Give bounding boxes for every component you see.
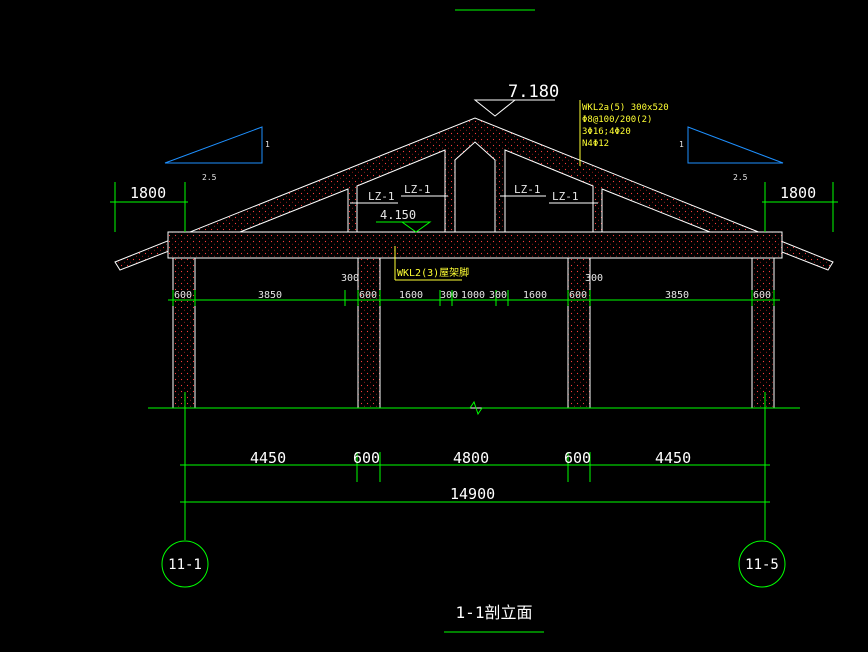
- inner-dim-3: 600: [359, 290, 377, 301]
- column-300-left: 300: [341, 273, 359, 284]
- ridge-elevation-mark: 7.180: [473, 82, 559, 117]
- axis-label-right: 11-5: [745, 557, 779, 573]
- beam-elevation: 4.150: [380, 208, 416, 222]
- axis-bubble-right: 11-5: [738, 540, 786, 588]
- axis-label-left: 11-1: [168, 557, 202, 573]
- overhang-left: 1800: [130, 184, 166, 202]
- inner-dimension-row: [168, 290, 780, 306]
- wkl2a-line-3: 3Φ16;4Φ20: [582, 127, 631, 137]
- inner-dim-2: 3850: [258, 290, 282, 301]
- bottom-dimension-row: [180, 452, 770, 482]
- bottom-dimension-labels: 4450 600 4800 600 4450: [250, 449, 691, 467]
- inner-dimension-labels: 600 3850 600 1600 300 1000 300 1600 600 …: [174, 273, 771, 301]
- ground-line: [148, 400, 800, 416]
- inner-dim-10: 3850: [665, 290, 689, 301]
- drawing-title: 1-1剖立面: [456, 603, 533, 622]
- truss-opening-center: [454, 141, 496, 233]
- column-300-right: 300: [585, 273, 603, 284]
- truss-bottom-chord: [167, 231, 783, 259]
- bottom-dim-2: 600: [353, 449, 380, 467]
- lz-labels: LZ-1 LZ-1 LZ-1 LZ-1: [350, 183, 598, 204]
- slope-indicator-left: 1 2.5: [164, 126, 270, 182]
- lz-label-4: LZ-1: [552, 190, 579, 203]
- beam-elevation-mark: 4.150: [376, 208, 432, 233]
- inner-dim-8: 1600: [523, 290, 547, 301]
- total-dimension: 14900: [450, 485, 495, 503]
- roof-slab: [114, 117, 834, 271]
- bottom-dim-3: 4800: [453, 449, 489, 467]
- lz-label-1: LZ-1: [368, 190, 395, 203]
- bottom-dim-5: 4450: [655, 449, 691, 467]
- drawing-title-block: 1-1剖立面: [444, 603, 544, 633]
- column-1: [172, 257, 196, 409]
- roof-structure: [114, 117, 834, 271]
- inner-dim-4: 1600: [399, 290, 423, 301]
- inner-dim-6: 1000: [461, 290, 485, 301]
- total-dimension-row: 14900: [180, 485, 770, 503]
- axis-lines: [184, 392, 766, 540]
- overhang-dimension-right: 1800: [762, 182, 838, 232]
- slope-right-rise: 1: [679, 140, 684, 149]
- columns: [172, 257, 775, 409]
- inner-dim-1: 600: [174, 290, 192, 301]
- inner-dim-11: 600: [753, 290, 771, 301]
- slope-indicator-right: 1 2.5: [679, 126, 784, 182]
- lz-label-2: LZ-1: [404, 183, 431, 196]
- wkl2a-line-1: WKL2a(5) 300x520: [582, 103, 669, 113]
- beam-annotation-wkl2: WKL2(3)屋架脚: [394, 246, 469, 281]
- column-2: [357, 257, 381, 409]
- inner-dim-5: 300: [440, 290, 458, 301]
- beam-annotation-wkl2a: WKL2a(5) 300x520 Φ8@100/200(2) 3Φ16;4Φ20…: [579, 100, 669, 166]
- bottom-dim-1: 4450: [250, 449, 286, 467]
- wkl2a-line-4: N4Φ12: [582, 139, 609, 149]
- slope-right-run: 2.5: [733, 173, 748, 182]
- span-opening-3: [589, 257, 753, 409]
- ridge-elevation: 7.180: [508, 82, 559, 102]
- overhang-right: 1800: [780, 184, 816, 202]
- lz-label-3: LZ-1: [514, 183, 541, 196]
- slope-left-rise: 1: [265, 140, 270, 149]
- span-opening-2: [379, 257, 569, 409]
- wkl2-label: WKL2(3)屋架脚: [397, 266, 469, 279]
- span-opening-1: [194, 257, 359, 409]
- column-4: [751, 257, 775, 409]
- axis-bubble-left: 11-1: [161, 540, 209, 588]
- bottom-dim-4: 600: [564, 449, 591, 467]
- slope-left-run: 2.5: [202, 173, 217, 182]
- overhang-dimension-left: 1800: [110, 182, 188, 232]
- wkl2a-line-2: Φ8@100/200(2): [582, 115, 652, 125]
- inner-dim-7: 300: [489, 290, 507, 301]
- inner-dim-9: 600: [569, 290, 587, 301]
